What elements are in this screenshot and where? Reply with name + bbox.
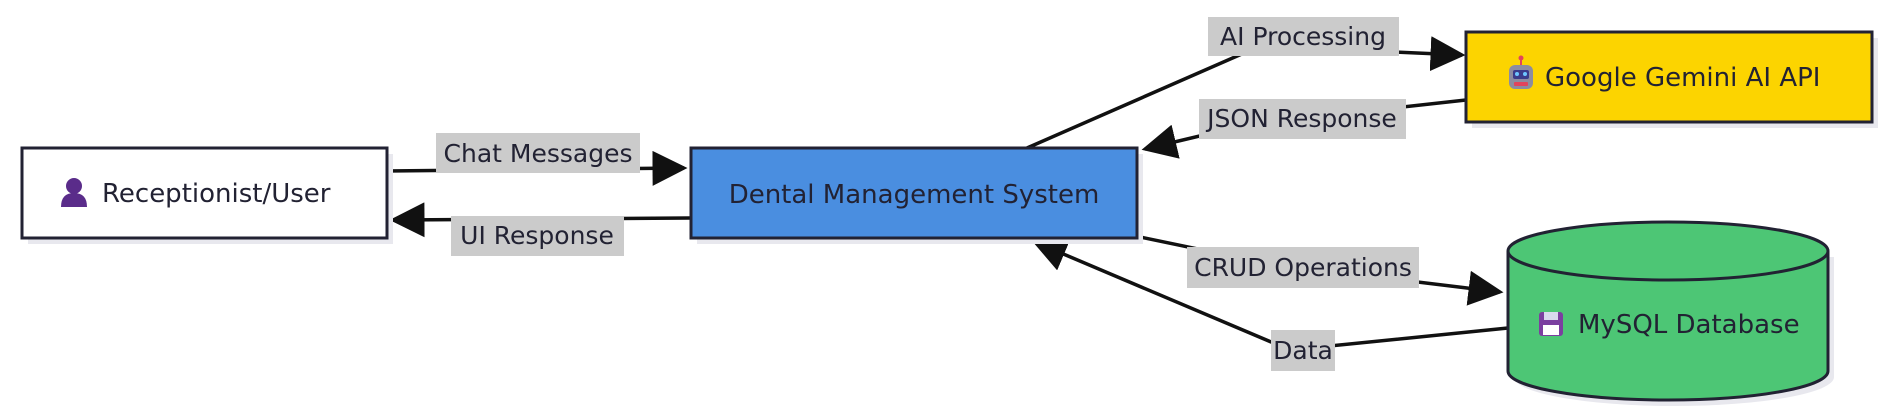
node-label-google-gemini-ai-api: Google Gemini AI API [1545, 63, 1820, 93]
floppy-disk-icon [1539, 312, 1563, 336]
edge-label-chat-messages: Chat Messages [444, 139, 633, 168]
node-label-mysql-database: MySQL Database [1578, 310, 1800, 340]
node-google-gemini-ai-api: Google Gemini AI API [1464, 30, 1878, 128]
robot-icon [1509, 55, 1533, 89]
edge-ai-processing: AI Processing [1026, 17, 1466, 150]
edge-ui-response: UI Response [389, 202, 691, 256]
person-icon [61, 178, 87, 207]
node-mysql-database: MySQL Database [1506, 220, 1834, 406]
edge-data: Data [1031, 238, 1509, 371]
edge-label-ui-response: UI Response [460, 221, 614, 250]
edge-label-ai-processing: AI Processing [1220, 22, 1386, 51]
edge-label-data: Data [1273, 336, 1333, 365]
edge-label-json-response: JSON Response [1205, 104, 1397, 133]
node-dental-management-system: Dental Management System [689, 146, 1143, 244]
edge-label-crud-operations: CRUD Operations [1194, 253, 1412, 282]
node-label-dental-management-system: Dental Management System [729, 180, 1100, 210]
edge-json-response: JSON Response [1141, 98, 1467, 159]
node-label-receptionist-user: Receptionist/User [102, 179, 331, 209]
node-receptionist-user: Receptionist/User [20, 146, 393, 244]
edge-crud-operations: CRUD Operations [1139, 235, 1504, 306]
edge-chat-messages: Chat Messages [384, 133, 688, 186]
